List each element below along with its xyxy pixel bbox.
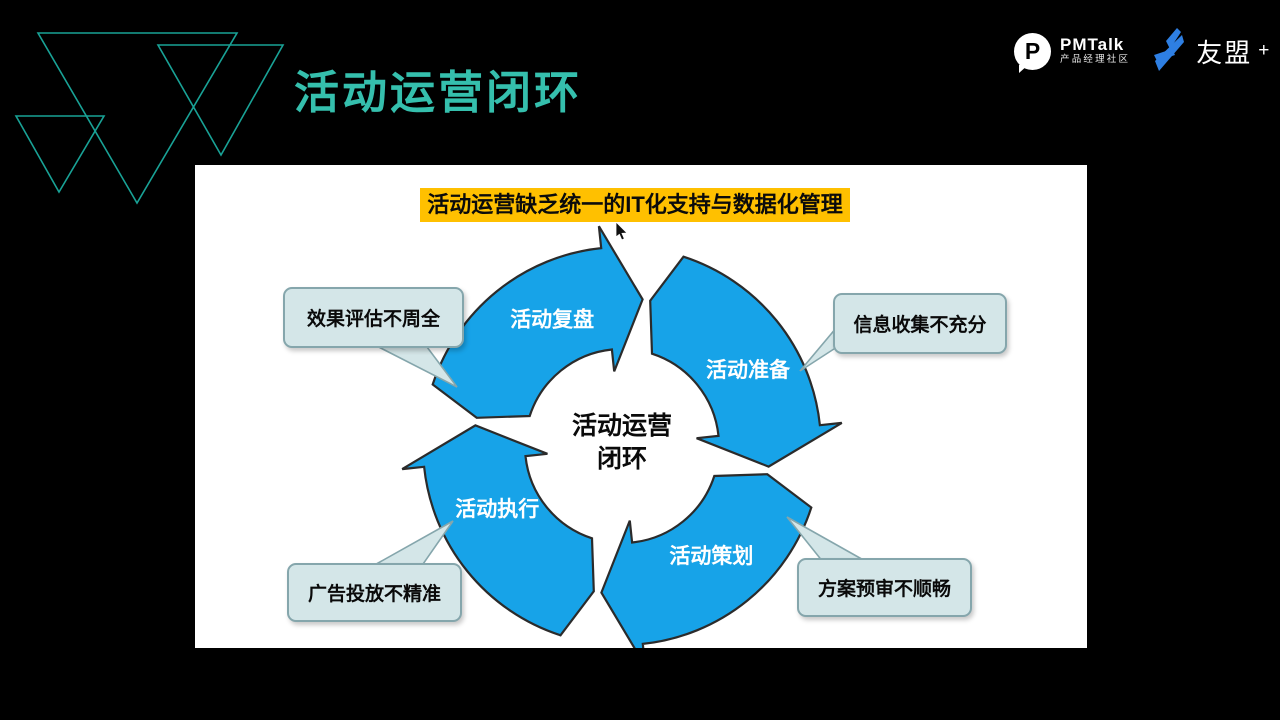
- cycle-step-label: 活动策划: [669, 544, 753, 568]
- cycle-step-label: 活动执行: [455, 497, 539, 521]
- pmtalk-text: PMTalk 产品经理社区: [1060, 36, 1130, 66]
- cycle-center-line2: 闭环: [596, 445, 647, 473]
- content-panel: 活动运营缺乏统一的IT化支持与数据化管理 活动复盘活动准备活动策划 活动执行 活动…: [195, 165, 1087, 648]
- umeng-bird-icon: [1154, 28, 1185, 71]
- callout-box: 广告投放不精准: [287, 563, 462, 622]
- pmtalk-name: PMTalk: [1060, 35, 1125, 54]
- pmtalk-monogram: P: [1024, 37, 1041, 64]
- pmtalk-subtitle: 产品经理社区: [1060, 54, 1131, 65]
- mouse-cursor-icon: [615, 222, 628, 241]
- panel-headline: 活动运营缺乏统一的IT化支持与数据化管理: [420, 188, 850, 222]
- cycle-arrow-segment: [600, 473, 813, 648]
- cycle-center-line1: 活动运营: [571, 412, 672, 440]
- callout-box: 方案预审不顺畅: [797, 558, 972, 617]
- cycle-arrow-segment: [649, 255, 843, 468]
- callout-box: 信息收集不充分: [833, 293, 1007, 354]
- decorative-triangles-icon: [14, 32, 285, 205]
- callout-tail: [799, 324, 838, 372]
- cycle-step-label: 活动复盘: [510, 308, 594, 332]
- umeng-plus: +: [1258, 40, 1270, 61]
- callout-box: 效果评估不周全: [283, 287, 464, 348]
- brand-area: P PMTalk 产品经理社区 友盟 +: [1014, 28, 1269, 74]
- cycle-step-label: 活动准备: [706, 358, 791, 382]
- cycle-arrow-segment: [401, 424, 595, 637]
- cycle-center-label: 活动运营 闭环: [542, 410, 702, 476]
- cycle-arrow-segment: [431, 225, 644, 419]
- pmtalk-logo-icon: P: [1014, 32, 1051, 73]
- callout-tail: [367, 520, 454, 568]
- umeng-name: 友盟: [1196, 37, 1253, 68]
- page-title: 活动运营闭环: [294, 67, 583, 118]
